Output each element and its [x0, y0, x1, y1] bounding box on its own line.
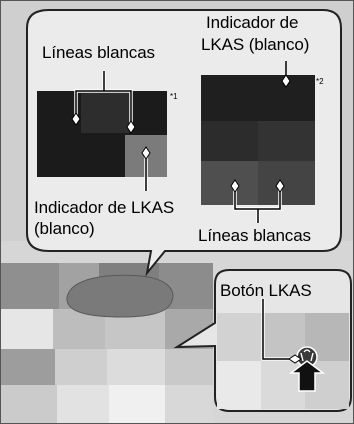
lkas-indicator-label-right-line1: Indicador de [206, 13, 299, 32]
leader-lkas-button [262, 299, 295, 360]
leader-dot-lkas-button [288, 354, 302, 364]
button-callout-mosaic [217, 313, 349, 409]
lkas-indicator-label-left-line1: Indicador de LKAS [34, 198, 175, 217]
display-panel-2 [201, 75, 315, 205]
leader-white-lines-left [75, 71, 132, 127]
white-lines-label-right: Líneas blancas [198, 226, 311, 245]
lkas-indicator-label-right-line2: LKAS (blanco) [201, 35, 310, 54]
leader-dot-lkas-right [281, 74, 291, 88]
white-lines-label-left: Líneas blancas [42, 43, 155, 62]
leader-dots-right [230, 179, 285, 193]
steering-wheel-hub [66, 274, 174, 318]
footnote-marker-1: *1 [170, 92, 178, 101]
lkas-indicator-label-left-line2: (blanco) [34, 219, 95, 238]
leader-dots-left [71, 112, 136, 134]
press-arrow-icon [288, 360, 326, 392]
footnote-marker-2: *2 [316, 77, 324, 86]
leader-dot-lkas-left [141, 146, 151, 160]
lkas-button-label: Botón LKAS [220, 281, 312, 300]
leader-white-lines-right [234, 187, 281, 223]
